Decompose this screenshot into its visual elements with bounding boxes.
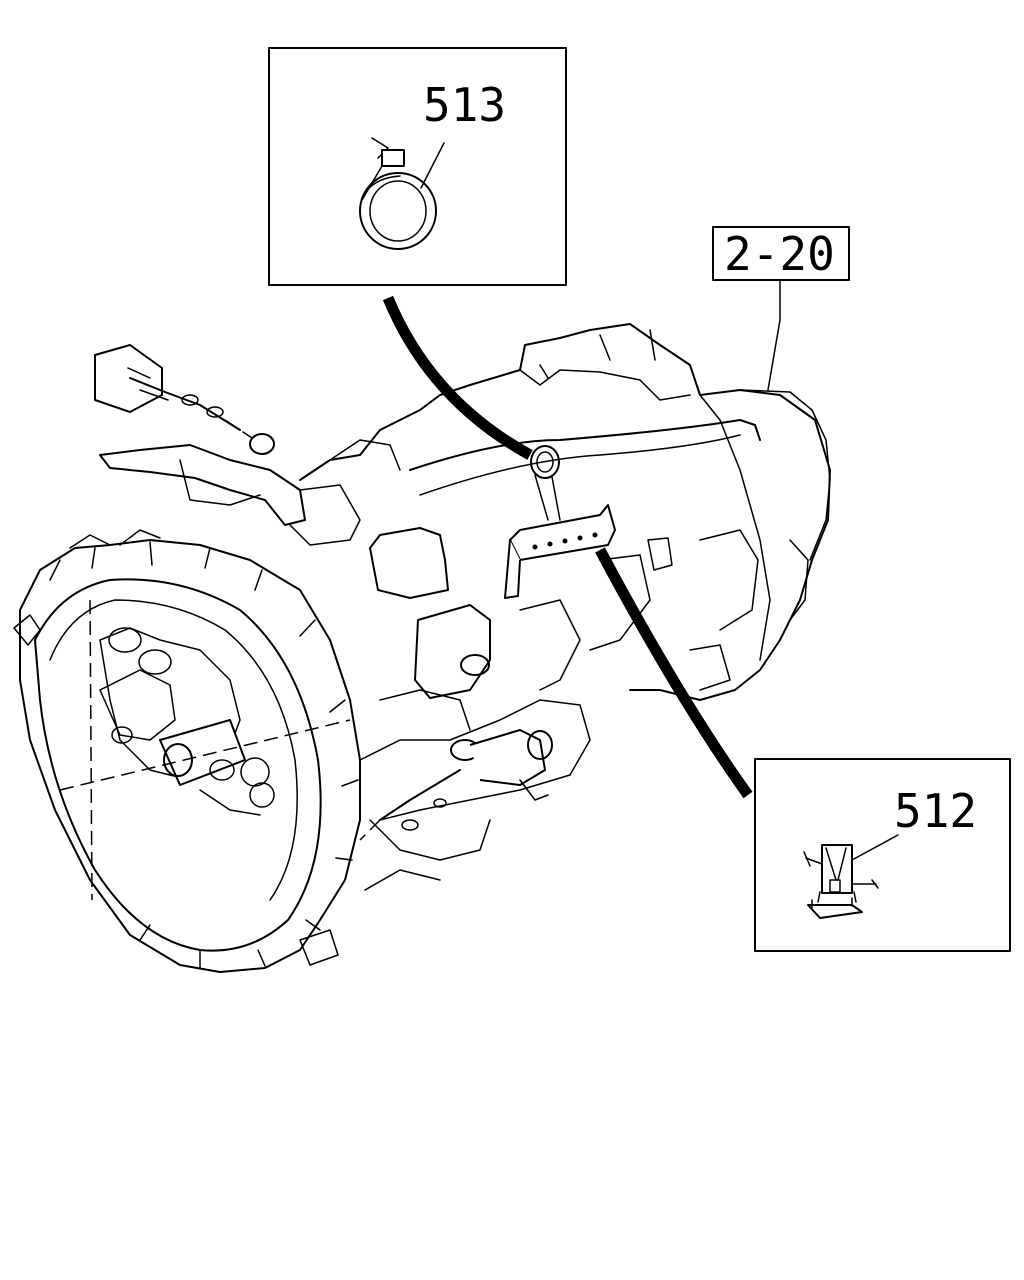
pointer-curve-513 [382,295,533,460]
housing-upper-outline [299,323,831,701]
reference-label: 2-20 [724,227,835,281]
callout-513: 513 [423,78,506,132]
pointer-curve-512 [595,547,753,799]
clip-icon [803,844,879,919]
input-shaft-axis [59,719,351,791]
actuator-block [369,527,449,599]
hose-clamp-icon [359,137,437,250]
inset-513: 513 [268,47,567,286]
cable-bracket [504,504,616,599]
transmission-assembly [13,323,831,973]
shift-lever [94,344,306,526]
reference-leader [767,279,781,391]
inset-512: 512 [754,758,1011,952]
cable-upper [409,419,761,471]
cable-clamp [530,445,561,521]
lower-cable-actuator [359,689,591,891]
callout-512: 512 [894,784,977,838]
inset-513-frame [268,47,567,286]
reference-frame [712,226,850,281]
inset-512-frame [754,758,1011,952]
release-fork [99,627,275,816]
leader-512 [851,834,899,861]
cable-lower [419,434,741,496]
bell-housing [13,529,361,973]
reference-2-20: 2-20 [712,226,850,391]
leader-513 [420,142,445,189]
